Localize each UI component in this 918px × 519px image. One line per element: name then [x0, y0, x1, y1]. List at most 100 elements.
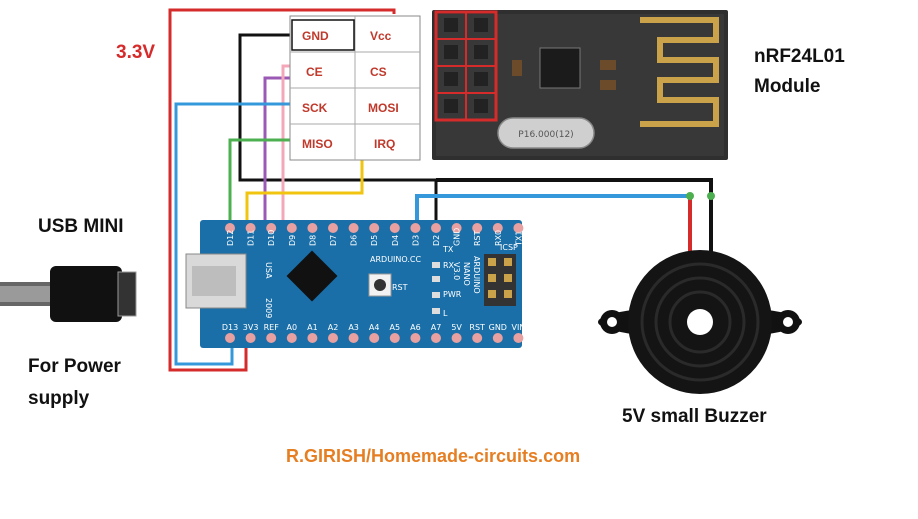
usb-mini-cable: [0, 266, 137, 322]
power-text-line1: For Power: [28, 356, 122, 377]
pin-label: D3: [411, 235, 420, 246]
pin-pad: [410, 223, 421, 233]
board-usa-label: USA: [264, 262, 273, 279]
board-year-label: 2009: [264, 298, 273, 318]
pin-pad: [513, 333, 524, 343]
pin-label: 5V: [451, 323, 462, 332]
pin-label: A6: [410, 323, 421, 332]
power-text-line2: supply: [28, 388, 90, 409]
pin-label-gnd: GND: [302, 29, 329, 43]
pin-label: D11: [247, 230, 256, 246]
pin-pad: [307, 223, 318, 233]
board-model-l3: V3.0: [452, 262, 461, 280]
pin-pad: [451, 333, 462, 343]
nrf-chip: [539, 47, 581, 89]
buzzer-center-hole: [687, 309, 713, 335]
pin-label: D2: [432, 235, 441, 246]
pin-label: TX1: [514, 231, 523, 247]
pin-label: VIN: [511, 323, 525, 332]
pin-pad: [492, 223, 503, 233]
gnd-buzzer-wire: [436, 178, 713, 255]
board-rst-label: RST: [392, 283, 408, 292]
pin-label: RST: [469, 323, 485, 332]
pin-pad: [369, 333, 380, 343]
crystal-oscillator: [497, 117, 595, 149]
pin-label: D6: [350, 235, 359, 246]
pin-pad: [225, 333, 235, 343]
pin-pad: [266, 333, 277, 343]
pin-label: D13: [222, 323, 238, 332]
pin-label: RST: [473, 230, 482, 246]
pin-pad: [307, 333, 318, 343]
board-site-label: ARDUINO.CC: [370, 255, 421, 264]
pin-pad: [348, 223, 359, 233]
board-l-label: L: [443, 309, 448, 318]
pin-pad: [225, 223, 235, 233]
crystal-label: P16.000(12): [518, 130, 573, 140]
arduino-nano-board: USA 2009 ARDUINO.CC RST ARDUINO NANO V3.…: [185, 220, 525, 348]
board-model-l1: ARDUINO: [472, 256, 481, 294]
pin-label: D9: [288, 235, 297, 246]
junction-dot: [707, 192, 715, 200]
pin-label: A0: [287, 323, 298, 332]
pin-pad: [389, 223, 400, 233]
pin-pad: [328, 223, 338, 233]
pin-pad: [492, 333, 503, 343]
antenna-trace: [640, 17, 719, 127]
board-tx-label: TX: [442, 245, 454, 254]
pin-pad: [451, 223, 462, 233]
pin-label: GND: [453, 228, 462, 246]
pin-label: D4: [391, 235, 400, 246]
vcc-wire: [168, 8, 396, 372]
pin-label-sck: SCK: [302, 101, 328, 115]
voltage-label: 3.3V: [116, 42, 155, 63]
pin-pad: [245, 333, 256, 343]
d2-buzzer-wire: [415, 194, 690, 226]
pin-label: D7: [329, 235, 338, 246]
usb-title: USB MINI: [38, 216, 124, 237]
piezo-buzzer: [598, 250, 802, 394]
pin-label: A1: [307, 323, 318, 332]
pin-label: D8: [308, 235, 317, 246]
pin-label: D12: [226, 230, 235, 246]
pin-label: REF: [264, 323, 280, 332]
nrf24l01-module: P16.000(12): [432, 10, 728, 160]
pin-pad: [389, 333, 400, 343]
pin-label: D5: [370, 235, 379, 246]
board-rx-label: RX: [443, 261, 455, 270]
pin-label: 3V3: [243, 323, 259, 332]
pin-label-cs: CS: [370, 65, 387, 79]
pin-pad: [245, 223, 256, 233]
pin-label-miso: MISO: [302, 137, 333, 151]
credit-text: R.GIRISH/Homemade-circuits.com: [286, 446, 580, 466]
nrf-pin-table: GND Vcc CE CS SCK MOSI MISO IRQ: [289, 15, 421, 161]
pin-pad: [286, 223, 297, 233]
pin-label: A5: [390, 323, 401, 332]
pin-label: A2: [328, 323, 339, 332]
pin-pad: [410, 333, 421, 343]
pin-label: A7: [431, 323, 442, 332]
pin-label-mosi: MOSI: [368, 101, 399, 115]
pin-label: GND: [489, 323, 507, 332]
pin-pad: [266, 223, 277, 233]
junction-dot: [686, 192, 694, 200]
pin-pad: [286, 333, 297, 343]
pin-pad: [328, 333, 338, 343]
pin-pad: [513, 223, 524, 233]
board-icsp-label: ICSP: [500, 243, 518, 252]
module-title-line1: nRF24L01: [754, 46, 845, 67]
pin-label: A4: [369, 323, 380, 332]
buzzer-caption: 5V small Buzzer: [622, 406, 767, 427]
pin-pad: [472, 333, 483, 343]
pin-label: RX0: [494, 230, 503, 246]
pin-label: A3: [348, 323, 359, 332]
sck-wire: [174, 102, 292, 366]
pin-label-vcc: Vcc: [370, 29, 392, 43]
pin-pad: [348, 333, 359, 343]
board-pwr-label: PWR: [443, 290, 462, 299]
pin-pad: [431, 333, 441, 343]
pin-pad: [369, 223, 380, 233]
nrf-pin-header: [434, 10, 498, 122]
